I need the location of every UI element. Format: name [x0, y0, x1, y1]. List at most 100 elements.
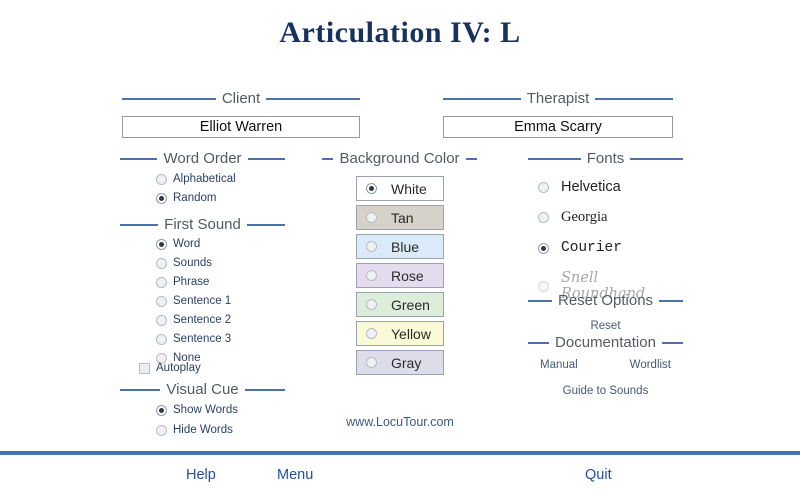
radio-icon[interactable]	[156, 239, 167, 251]
guide-to-sounds-link[interactable]: Guide to Sounds	[562, 385, 649, 397]
font-option-georgia[interactable]: Georgia	[538, 209, 683, 226]
autoplay-checkbox-row[interactable]: Autoplay	[139, 362, 201, 375]
font-option-label: Courier	[561, 240, 622, 256]
radio-icon[interactable]	[366, 270, 377, 281]
reset-link[interactable]: Reset	[590, 320, 621, 332]
background-swatch-label: White	[391, 180, 427, 197]
reset-options-heading: Reset Options	[528, 292, 684, 309]
radio-option-label: None	[173, 352, 201, 364]
radio-icon[interactable]	[366, 299, 377, 310]
rule-right	[465, 157, 478, 160]
client-name-input[interactable]: Elliot Warren	[122, 116, 360, 138]
radio-option-none[interactable]: None	[156, 352, 285, 365]
therapist-name-input[interactable]: Emma Scarry	[443, 116, 673, 138]
radio-icon[interactable]	[366, 183, 377, 194]
background-swatch-label: Blue	[391, 238, 420, 255]
radio-icon[interactable]	[366, 357, 377, 368]
fonts-heading: Fonts	[528, 150, 684, 167]
radio-icon	[538, 280, 549, 292]
reset-options-heading-label: Reset Options	[557, 292, 654, 309]
background-swatch-rose[interactable]: Rose	[356, 263, 444, 288]
radio-option-sentence-2[interactable]: Sentence 2	[156, 314, 285, 327]
client-heading-label: Client	[221, 90, 261, 107]
radio-icon[interactable]	[538, 181, 549, 193]
rule-left	[528, 157, 581, 160]
radio-option-word[interactable]: Word	[156, 238, 285, 251]
radio-icon[interactable]	[538, 212, 549, 223]
background-swatch-white[interactable]: White	[356, 176, 444, 201]
therapist-heading-label: Therapist	[526, 90, 590, 107]
rule-right	[659, 299, 684, 302]
radio-option-label: Word	[173, 238, 201, 250]
radio-option-random[interactable]: Random	[156, 191, 285, 205]
footer-divider	[0, 451, 800, 455]
autoplay-label: Autoplay	[156, 362, 201, 374]
radio-option-label: Random	[173, 191, 217, 204]
background-swatch-label: Gray	[391, 354, 422, 371]
rule-right	[630, 157, 684, 160]
radio-icon[interactable]	[156, 296, 167, 308]
radio-icon[interactable]	[156, 334, 167, 346]
rule-left	[528, 341, 550, 344]
font-option-courier[interactable]: Courier	[538, 240, 683, 256]
background-swatch-label: Rose	[391, 267, 424, 284]
radio-icon[interactable]	[366, 212, 377, 223]
radio-option-label: Phrase	[173, 276, 210, 288]
documentation-heading-label: Documentation	[555, 334, 656, 351]
background-swatch-gray[interactable]: Gray	[356, 350, 444, 375]
radio-option-label: Sentence 1	[173, 295, 232, 307]
rule-left	[122, 97, 216, 100]
web-url[interactable]: www.LocuTour.com	[346, 415, 454, 429]
radio-icon[interactable]	[366, 241, 377, 252]
radio-icon[interactable]	[156, 277, 167, 289]
radio-option-show-words[interactable]: Show Words	[156, 404, 285, 417]
radio-option-label: Alphabetical	[173, 173, 236, 185]
rule-left	[120, 157, 158, 160]
fonts-heading-label: Fonts	[586, 150, 625, 167]
radio-icon[interactable]	[156, 315, 167, 327]
background-swatch-blue[interactable]: Blue	[356, 234, 444, 259]
radio-option-phrase[interactable]: Phrase	[156, 276, 285, 289]
rule-left	[120, 223, 159, 226]
word-order-heading: Word Order	[120, 150, 286, 167]
reset-link-row: Reset	[528, 316, 683, 334]
background-swatch-green[interactable]: Green	[356, 292, 444, 317]
radio-option-label: Sentence 2	[173, 314, 232, 326]
background-swatch-tan[interactable]: Tan	[356, 205, 444, 230]
radio-option-sounds[interactable]: Sounds	[156, 257, 285, 270]
radio-option-sentence-1[interactable]: Sentence 1	[156, 295, 285, 308]
menu-button[interactable]: Menu	[277, 467, 314, 483]
manual-link[interactable]: Manual	[540, 359, 578, 371]
client-heading: Client	[122, 90, 361, 107]
radio-option-label: Sentence 3	[173, 333, 232, 345]
radio-option-sentence-3[interactable]: Sentence 3	[156, 333, 285, 346]
rule-right	[661, 341, 683, 344]
font-option-helvetica[interactable]: Helvetica	[538, 179, 683, 195]
radio-icon[interactable]	[156, 405, 167, 417]
autoplay-checkbox[interactable]	[139, 363, 150, 375]
radio-icon[interactable]	[156, 424, 167, 436]
radio-icon[interactable]	[156, 174, 167, 186]
radio-option-hide-words[interactable]: Hide Words	[156, 424, 285, 437]
radio-icon[interactable]	[156, 258, 167, 270]
radio-option-alphabetical[interactable]: Alphabetical	[156, 173, 285, 186]
client-name-wrap: Elliot Warren	[122, 116, 360, 138]
help-button[interactable]: Help	[186, 467, 216, 483]
radio-icon[interactable]	[366, 328, 377, 339]
radio-option-label: Sounds	[173, 257, 213, 269]
font-option-snell-roundhand: Snell Roundhand	[538, 270, 683, 302]
visual-cue-heading-label: Visual Cue	[166, 381, 239, 398]
background-swatch-yellow[interactable]: Yellow	[356, 321, 444, 346]
radio-icon[interactable]	[538, 242, 549, 254]
wordlist-link[interactable]: Wordlist	[629, 359, 671, 371]
radio-icon[interactable]	[156, 353, 167, 365]
radio-icon[interactable]	[156, 192, 167, 204]
quit-button[interactable]: Quit	[585, 467, 612, 483]
background-swatch-label: Yellow	[391, 325, 431, 342]
